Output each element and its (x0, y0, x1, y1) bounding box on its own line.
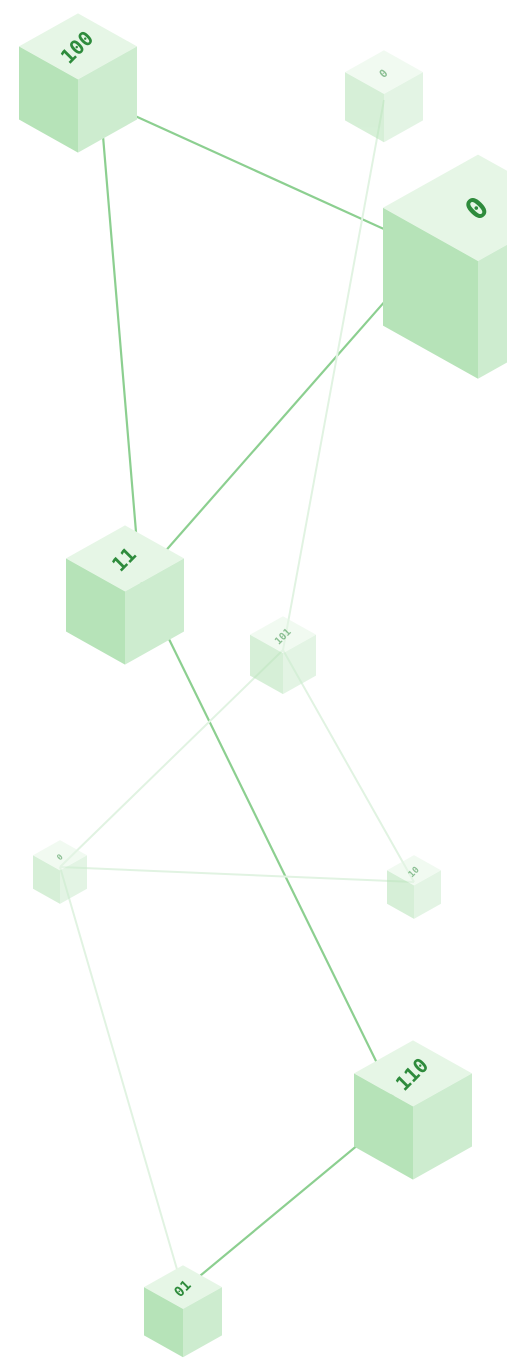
cube-top-face (345, 50, 423, 94)
cube-node-n0b: 0 (33, 840, 87, 904)
cube-node-n0a: 0 (345, 50, 423, 143)
cube-right-face (283, 634, 316, 695)
cube-top-face (383, 154, 507, 261)
cube-right-face (183, 1287, 222, 1358)
cube-right-face (413, 1073, 472, 1180)
cube-node-n01: 01 (144, 1265, 222, 1358)
edge-n11-n110 (139, 579, 401, 1111)
cube-left-face (66, 558, 125, 665)
cube-right-face (60, 855, 87, 904)
cube-top-face (33, 840, 87, 871)
cube-node-n10: 10 (387, 855, 441, 919)
cube-right-face (384, 72, 423, 143)
edge-n0b-n10 (59, 866, 415, 883)
cube-node-n101: 101 (250, 616, 316, 695)
cube-right-face (414, 870, 441, 919)
cube-top-face (387, 855, 441, 886)
edge-n100-n0big (99, 98, 431, 252)
cube-left-face (250, 634, 283, 695)
cube-left-face (33, 855, 60, 904)
cube-left-face (19, 46, 78, 153)
cube-right-face (78, 46, 137, 153)
cube-left-face (345, 72, 384, 143)
cube-right-face (478, 244, 507, 379)
edge-n101-n10 (282, 649, 415, 883)
cube-label: 0 (55, 852, 65, 862)
cube-top-face (144, 1265, 222, 1309)
cube-left-face (354, 1073, 413, 1180)
cube-top-face (354, 1040, 472, 1107)
cube-top-face (250, 616, 316, 654)
edges-layer (59, 98, 431, 1291)
cube-node-n0big: 0 (383, 154, 507, 379)
edge-n0big-n11 (139, 249, 431, 581)
cube-left-face (387, 870, 414, 919)
cube-node-n100: 100 (19, 13, 137, 153)
edge-n100-n11 (98, 99, 142, 581)
cube-top-face (66, 525, 184, 592)
cube-node-n11: 11 (66, 525, 184, 665)
cube-right-face (125, 558, 184, 665)
edge-n0b-n01 (59, 866, 184, 1291)
edge-n101-n0b (59, 649, 284, 868)
cube-top-face (19, 13, 137, 80)
cube-left-face (383, 207, 478, 379)
cube-node-n110: 110 (354, 1040, 472, 1180)
edge-n0a-n101 (282, 99, 385, 651)
cube-left-face (144, 1287, 183, 1358)
